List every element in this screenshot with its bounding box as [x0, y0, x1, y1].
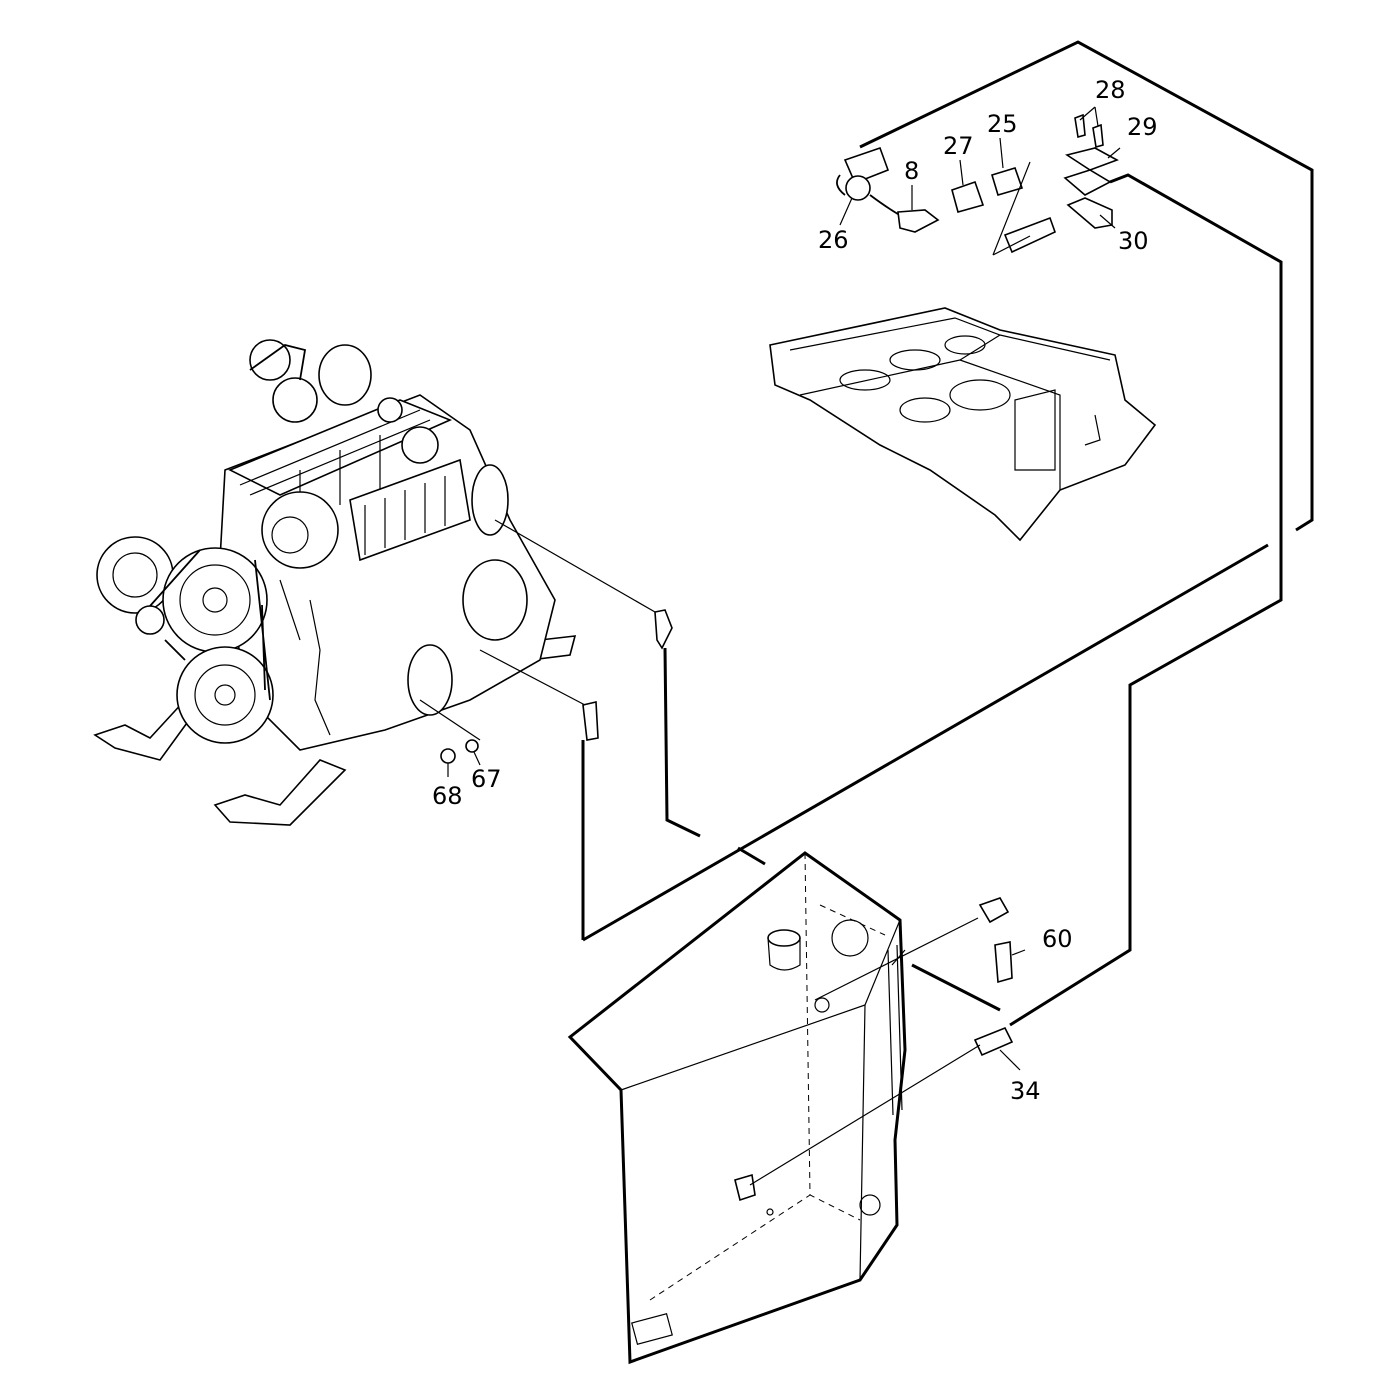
- part-label-8: 8: [904, 157, 919, 185]
- part-label-26: 26: [818, 226, 849, 254]
- part-label-60: 60: [1042, 925, 1073, 953]
- chassis-frame: [769, 307, 1157, 542]
- part-label-27: 27: [943, 132, 974, 160]
- leader-lines: [419, 106, 1121, 1186]
- fuel-routing-lines: [581, 40, 1314, 1027]
- fittings: [440, 113, 1119, 1057]
- part-labels: 28 25 29 27 8 26 30 60 34 68 67: [432, 76, 1158, 1105]
- part-label-29: 29: [1127, 113, 1158, 141]
- part-label-68: 68: [432, 782, 463, 810]
- engine-assembly: [93, 339, 577, 826]
- fuel-tank: [567, 851, 907, 1365]
- part-label-25: 25: [987, 110, 1018, 138]
- part-label-30: 30: [1118, 227, 1149, 255]
- part-label-34: 34: [1010, 1077, 1041, 1105]
- part-label-28: 28: [1095, 76, 1126, 104]
- part-label-67: 67: [471, 765, 502, 793]
